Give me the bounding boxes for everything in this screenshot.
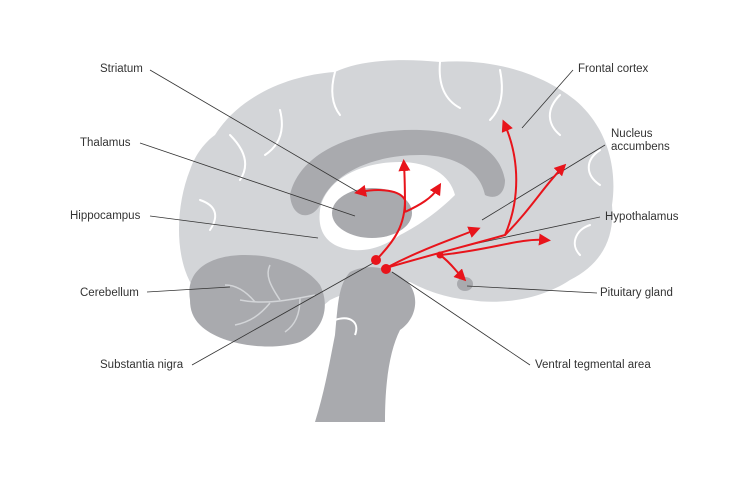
label-cerebellum: Cerebellum bbox=[80, 287, 139, 299]
label-substantia-nigra: Substantia nigra bbox=[100, 359, 184, 371]
label-striatum: Striatum bbox=[100, 63, 143, 75]
leader-lines bbox=[139, 69, 606, 366]
label-frontal-cortex: Frontal cortex bbox=[578, 63, 649, 75]
gyri-lines bbox=[199, 61, 601, 256]
label-nucleus-accumbens-line2: accumbens bbox=[611, 141, 670, 153]
label-thalamus: Thalamus bbox=[80, 137, 131, 149]
label-pituitary-gland: Pituitary gland bbox=[600, 287, 673, 299]
substantia-nigra-dot bbox=[371, 255, 381, 265]
brainstem bbox=[315, 267, 416, 422]
label-ventral-tegmental-area: Ventral tegmental area bbox=[535, 359, 651, 371]
hypothalamus-dot bbox=[436, 251, 444, 259]
thalamus bbox=[332, 188, 412, 238]
vta-dot bbox=[381, 264, 391, 274]
pituitary bbox=[457, 277, 473, 291]
cerebellum-arbor bbox=[224, 264, 316, 333]
corpus-callosum bbox=[290, 129, 505, 216]
label-hippocampus: Hippocampus bbox=[70, 210, 141, 222]
label-nucleus-accumbens-line1: Nucleus bbox=[611, 128, 653, 140]
dopamine-pathways bbox=[354, 119, 567, 282]
label-nucleus-accumbens: Nucleus accumbens bbox=[611, 128, 670, 154]
label-hypothalamus: Hypothalamus bbox=[605, 211, 679, 223]
cerebellum-shape bbox=[189, 255, 325, 347]
